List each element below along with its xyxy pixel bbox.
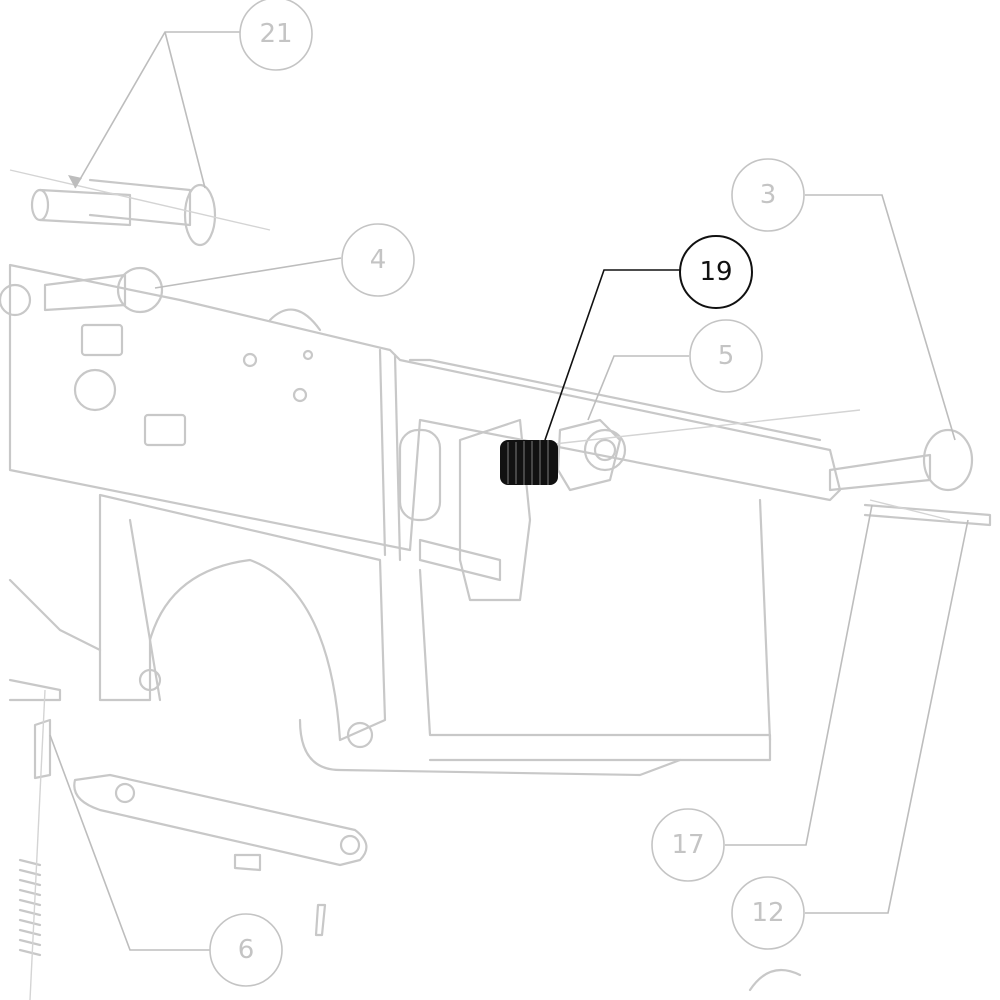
callout-19[interactable]: 19 xyxy=(544,235,753,441)
part-4-pin xyxy=(43,266,164,314)
callout-17[interactable]: 17 xyxy=(651,504,873,882)
callout-3[interactable]: 3 xyxy=(731,158,956,441)
callout-5[interactable]: 5 xyxy=(587,319,763,421)
callout-label: 4 xyxy=(370,245,387,275)
callout-label: 6 xyxy=(238,935,255,965)
callout-4[interactable]: 4 xyxy=(154,223,415,297)
callout-label: 19 xyxy=(699,257,732,287)
part-6-detent-and-spring xyxy=(18,689,802,1000)
trigger-guard-drawing xyxy=(73,773,368,872)
callout-label: 12 xyxy=(751,898,784,928)
callout-21[interactable]: 21 xyxy=(68,0,313,189)
part-19-spring xyxy=(500,440,558,486)
callout-label: 17 xyxy=(671,830,704,860)
part-3-pin xyxy=(828,428,974,492)
callout-12[interactable]: 12 xyxy=(731,519,969,950)
callout-label: 3 xyxy=(760,180,777,210)
callout-6[interactable]: 6 xyxy=(49,734,283,987)
part-21-pins xyxy=(9,169,271,247)
callout-label: 5 xyxy=(718,341,735,371)
lower-receiver-drawing xyxy=(0,263,842,777)
callout-label: 21 xyxy=(259,19,292,49)
part-17-spring-12-pin xyxy=(863,499,992,527)
